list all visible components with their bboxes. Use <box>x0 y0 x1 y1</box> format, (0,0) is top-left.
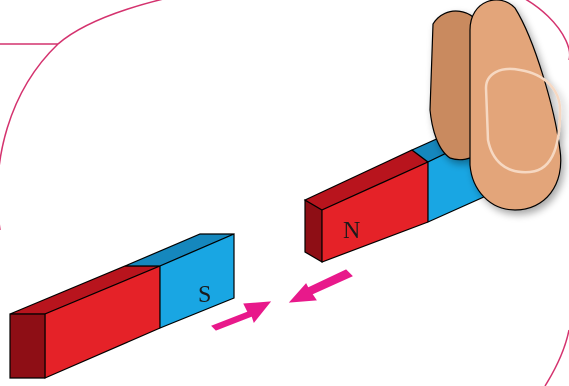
thumb <box>470 0 561 210</box>
right-magnet-red-end <box>305 200 322 262</box>
right-magnet-pole-label: N <box>343 218 360 244</box>
frame-arc-bottom <box>545 330 569 386</box>
left-magnet: S <box>10 234 234 378</box>
attraction-arrow-right-icon <box>212 302 270 330</box>
left-magnet-pole-label: S <box>198 282 211 308</box>
left-magnet-red-end <box>10 314 45 378</box>
attraction-arrow-left-icon <box>290 270 352 302</box>
frame-arc-left <box>0 44 58 230</box>
